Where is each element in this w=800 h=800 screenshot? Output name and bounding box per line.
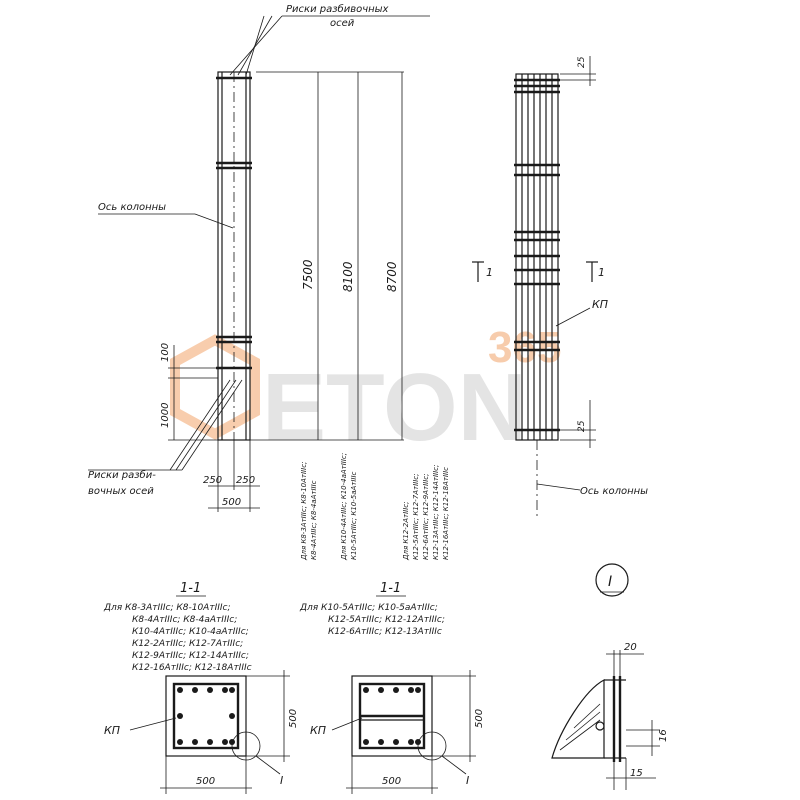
column-axis-right-label: Ось колонны — [580, 486, 648, 497]
note-8700-b: К12-5АтIIIс; К12-7АтIIIс; — [412, 474, 420, 560]
column-elevation — [216, 71, 252, 441]
kp-left-label: КП — [104, 724, 120, 737]
note-8100-a: Для К10-4АтIIIс; К10-4аАтIIIс; — [340, 453, 348, 561]
node-title-circle — [595, 563, 629, 597]
note-7500-b: К8-4АтIIIс; К8-4аАтIIIс — [310, 480, 318, 560]
note-8700-e: К12-16АтIIIс; К12-18АтIIIс — [442, 467, 450, 560]
dim-16: 16 — [658, 729, 669, 742]
kp-right-label: КП — [310, 724, 326, 737]
node-title: I — [608, 574, 612, 590]
watermark: 365 ETON — [170, 323, 561, 461]
watermark-number: 365 — [488, 323, 561, 372]
risks-top-label-2: осей — [330, 18, 355, 29]
dim-500-left-v: 500 — [288, 709, 299, 728]
kp-label-elevation: КП — [592, 298, 608, 311]
risks-bottom-label-2: вочных осей — [88, 486, 154, 497]
list-item: Для К8-3АтIIIс; К8-10АтIIIс; — [103, 603, 231, 613]
node-ref-left: I — [280, 774, 283, 787]
note-8700-a: Для К12-2АтIIIс; — [402, 501, 410, 561]
watermark-hexagon-icon — [170, 334, 260, 440]
dim-1000: 1000 — [160, 403, 171, 428]
dim-7500: 7500 — [301, 259, 315, 290]
dim-8100: 8100 — [341, 261, 355, 292]
dim-8700: 8700 — [385, 261, 399, 292]
column-axis-left-label: Ось колонны — [98, 202, 166, 213]
dim-500-right-v: 500 — [474, 709, 485, 728]
dim-25-top: 25 — [577, 56, 587, 68]
dim-500-right-h: 500 — [382, 776, 401, 787]
section-right-drawing — [351, 675, 447, 761]
section-left-drawing — [165, 675, 261, 761]
dim-15: 15 — [630, 768, 643, 779]
list-item: К12-9АтIIIс; К12-14АтIIIс; — [132, 651, 249, 661]
section-left-title: 1-1 — [180, 581, 201, 596]
note-8700-c: К12-6АтIIIс; К12-9АтIIIс; — [422, 474, 430, 560]
reinforcement-cage — [514, 73, 560, 441]
list-item: К10-4АтIIIс; К10-4аАтIIIс; — [132, 627, 249, 637]
dim-100: 100 — [160, 343, 171, 362]
note-8100-b: К10-5АтIIIс; К10-5аАтIIIс — [350, 471, 358, 560]
dim-500-left-h: 500 — [196, 776, 215, 787]
section-mark-right: 1 — [598, 266, 605, 279]
section-mark-left: 1 — [486, 266, 493, 279]
dim-25-bottom: 25 — [577, 420, 587, 432]
list-item: К8-4АтIIIс; К8-4аАтIIIс; — [132, 615, 237, 625]
section-left-list: Для К8-3АтIIIс; К8-10АтIIIс; К8-4АтIIIс;… — [103, 603, 252, 673]
dim-250-right: 250 — [236, 475, 255, 486]
risks-top-label: Риски разбивочных — [286, 3, 389, 15]
dim-500: 500 — [222, 497, 241, 508]
list-item: К12-16АтIIIс; К12-18АтIIIс — [132, 663, 252, 673]
list-item: К12-2АтIIIс; К12-7АтIIIс; — [132, 639, 243, 649]
section-right-list: Для К10-5АтIIIс; К10-5аАтIIIс; К12-5АтII… — [299, 603, 445, 637]
dim-20: 20 — [624, 642, 637, 653]
note-8700-d: К12-13АтIIIс; К12-14АтIIIс; — [432, 465, 440, 560]
dim-250-left: 250 — [203, 475, 222, 486]
risks-bottom-label: Риски разби- — [88, 469, 156, 481]
detail-drawing — [551, 676, 626, 762]
list-item: Для К10-5АтIIIс; К10-5аАтIIIс; — [299, 603, 438, 613]
list-item: К12-5АтIIIс; К12-12АтIIIс; — [328, 615, 445, 625]
section-right-title: 1-1 — [380, 581, 401, 596]
watermark-word: ETON — [262, 354, 527, 461]
node-ref-right: I — [466, 774, 469, 787]
list-item: К12-6АтIIIс; К12-13АтIIIс — [328, 627, 442, 637]
note-7500-a: Для К8-3АтIIIс; К8-10АтIIIс; — [300, 462, 308, 561]
